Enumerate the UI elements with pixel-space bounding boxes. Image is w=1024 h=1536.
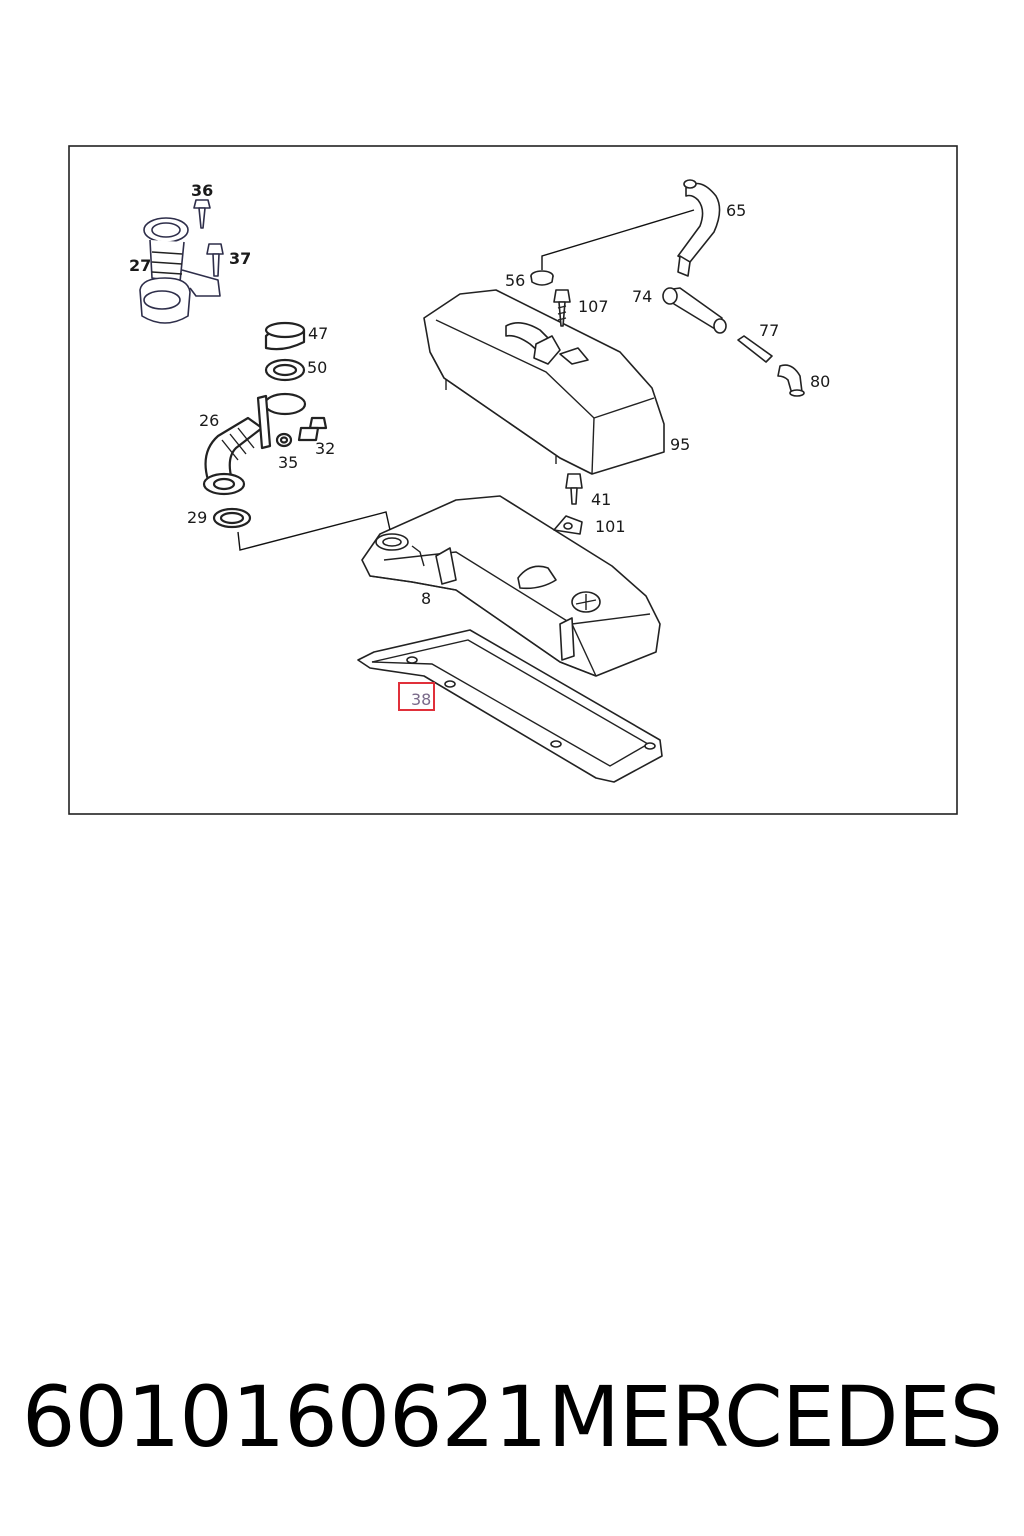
callout-77: 77 <box>759 321 779 340</box>
part-80-elbow <box>777 364 805 397</box>
part-37-bolt <box>206 243 224 277</box>
callout-35: 35 <box>278 453 298 472</box>
leader-56-65 <box>541 209 695 270</box>
diagram-frame <box>68 145 958 815</box>
callout-37: 37 <box>229 249 251 268</box>
part-56-grommet <box>530 270 554 286</box>
callout-80: 80 <box>810 372 830 391</box>
part-65-hose <box>677 179 721 277</box>
callout-8: 8 <box>421 589 431 608</box>
part-95-upper-cover <box>423 289 665 475</box>
highlight-box-38 <box>398 682 435 711</box>
callout-29: 29 <box>187 508 207 527</box>
leader-29-8 <box>237 511 391 551</box>
callout-107: 107 <box>578 297 609 316</box>
callout-27: 27 <box>129 256 151 275</box>
part-107-screw <box>553 289 571 327</box>
part-27-filler-neck <box>139 217 221 324</box>
callout-41: 41 <box>591 490 611 509</box>
part-41-bolt <box>565 473 583 505</box>
callout-95: 95 <box>670 435 690 454</box>
callout-47: 47 <box>308 324 328 343</box>
callout-38: 38 <box>411 690 431 709</box>
callout-32: 32 <box>315 439 335 458</box>
parts-diagram: 36 27 37 47 50 26 32 35 29 56 107 65 74 … <box>68 145 958 815</box>
part-77-pipe <box>737 335 773 363</box>
caption-bar: 6010160621 MERCEDES <box>0 1362 1024 1472</box>
part-38-gasket <box>357 629 663 783</box>
brand-name: MERCEDES <box>547 1368 1003 1466</box>
part-number: 6010160621 <box>22 1368 547 1466</box>
part-101-plate <box>553 515 583 535</box>
callout-36: 36 <box>191 181 213 200</box>
part-29-gasket <box>212 507 252 529</box>
callout-65: 65 <box>726 201 746 220</box>
callout-74: 74 <box>632 287 652 306</box>
part-36-screw <box>193 199 211 229</box>
part-50-seal <box>264 358 306 382</box>
part-26-oil-filler-pipe <box>202 392 307 496</box>
part-35-washer <box>275 432 293 448</box>
part-74-tube <box>662 287 727 334</box>
part-8-valve-cover <box>361 495 661 677</box>
part-32-bolt <box>297 416 328 442</box>
callout-56: 56 <box>505 271 525 290</box>
callout-50: 50 <box>307 358 327 377</box>
callout-26: 26 <box>199 411 219 430</box>
part-47-cap <box>264 321 306 351</box>
callout-101: 101 <box>595 517 626 536</box>
